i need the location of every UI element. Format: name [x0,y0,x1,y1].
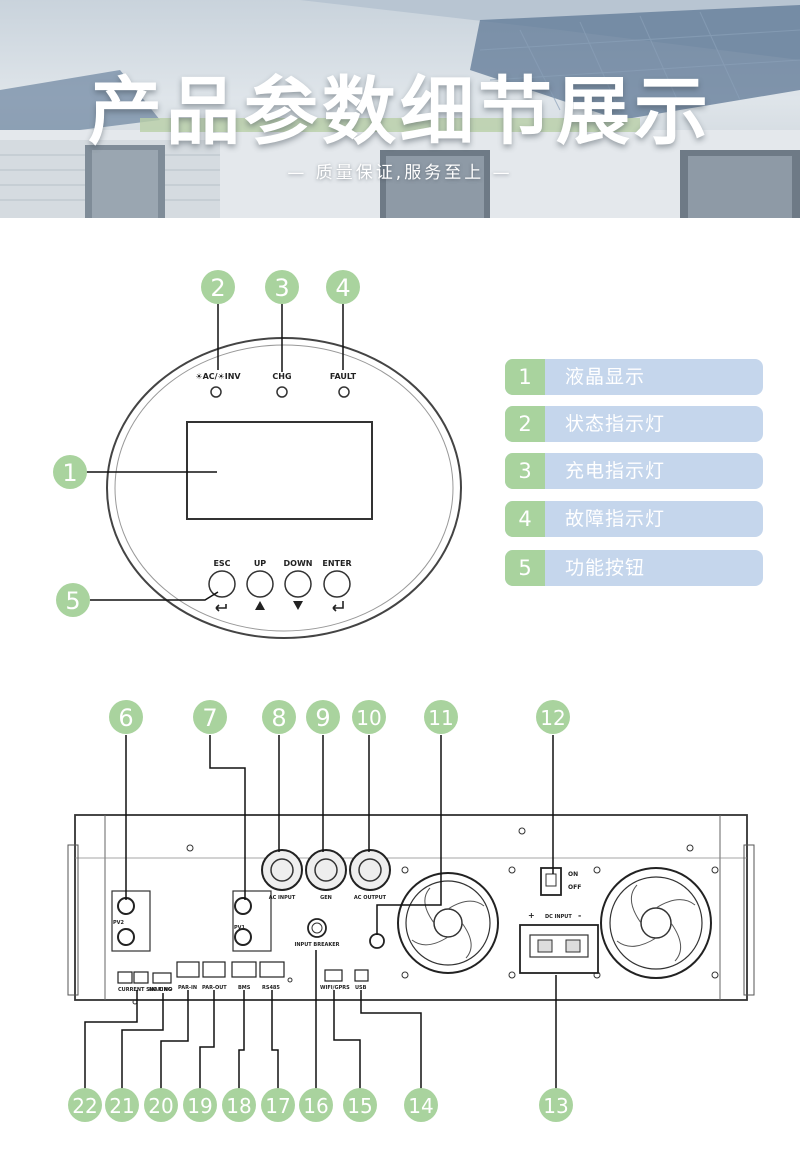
legend-text: 充电指示灯 [565,460,666,482]
legend-item: 1 液晶显示 [505,359,763,395]
callout-20: 20 [148,1094,173,1118]
label-gen: GEN [320,895,332,901]
callout-13: 13 [543,1094,568,1118]
input-breaker [307,918,327,938]
callout-11: 11 [428,706,453,730]
header-banner: 产品参数细节展示 — 质量保证,服务至上 — [0,0,800,218]
callout-3: 3 [274,274,289,302]
legend-num: 2 [505,406,545,442]
back-arrow-icon [215,604,227,612]
label-pv1: PV1 [234,925,246,931]
legend-num: 4 [505,501,545,537]
legend-num: 1 [505,359,545,395]
legend-item: 2 状态指示灯 [505,406,763,442]
power-switch[interactable] [540,867,562,896]
label-dc-input: DC INPUT [545,914,572,920]
dc-input-terminal [519,924,599,974]
label-input-breaker: INPUT BREAKER [294,942,339,948]
label-current-sharing: CURRENT SHARING [118,987,172,993]
label-esc: ESC [213,559,230,568]
rear-callouts-bottom: 22 21 20 19 18 17 16 15 14 13 [68,1088,573,1122]
legend-item: 5 功能按钮 [505,550,763,586]
callout-5: 5 [65,587,80,615]
label-off: OFF [568,884,581,891]
enter-arrow-icon [332,601,344,612]
rear-callouts-top: 6 7 8 9 10 11 12 [109,700,570,734]
front-panel-outline [106,337,462,639]
label-par-out: PAR-OUT [202,985,227,991]
legend-item: 3 充电指示灯 [505,453,763,489]
led-ac-inv [210,386,222,398]
label-minus: - [578,911,581,920]
legend-num: 5 [505,550,545,586]
callout-8: 8 [271,704,286,732]
label-usb: USB [355,985,367,991]
callout-22: 22 [72,1094,97,1118]
legend-num: 3 [505,453,545,489]
callout-15: 15 [347,1094,372,1118]
legend-text: 液晶显示 [565,366,646,388]
ac-input-connector [261,849,303,891]
label-bms: BMS [238,985,251,991]
label-down: DOWN [284,559,313,568]
house-illustration [0,0,800,218]
label-chg: CHG [272,372,291,381]
label-plus: + [528,911,535,920]
label-pv2: PV2 [113,920,125,926]
fan-left [397,872,499,974]
label-on: ON [568,871,578,878]
lcd-screen [186,421,373,520]
callout-2: 2 [210,274,225,302]
label-ac-output: AC OUTPUT [354,895,387,901]
callout-6: 6 [118,704,133,732]
down-button[interactable] [284,570,312,598]
ac-output-connector [349,849,391,891]
label-ac-inv: ☀AC/☀INV [195,372,241,381]
triangle-down-icon [293,601,303,610]
callout-17: 17 [265,1094,290,1118]
label-up: UP [254,559,266,568]
fan-right [600,867,712,979]
legend-text: 状态指示灯 [565,413,666,435]
callout-21: 21 [109,1094,134,1118]
label-wifi-gprs: WIFI/GPRS [320,985,350,991]
callout-12: 12 [540,706,565,730]
esc-button[interactable] [208,570,236,598]
page-subtitle: — 质量保证,服务至上 — [287,163,513,183]
legend-text: 功能按钮 [565,557,646,579]
label-enter: ENTER [322,559,351,568]
ground-terminal [369,933,385,949]
callout-18: 18 [226,1094,251,1118]
enter-button[interactable] [323,570,351,598]
callout-7: 7 [202,704,217,732]
callout-16: 16 [303,1094,328,1118]
callout-9: 9 [315,704,330,732]
led-chg [276,386,288,398]
label-par-in: PAR-IN [178,985,197,991]
callout-10: 10 [356,706,381,730]
callout-14: 14 [408,1094,433,1118]
label-ac-input: AC INPUT [269,895,296,901]
label-nc-c-no: NC C NO [149,987,172,993]
front-callouts: 2 3 4 1 5 [53,270,360,617]
legend-text: 故障指示灯 [565,508,666,530]
up-button[interactable] [246,570,274,598]
callout-4: 4 [335,274,350,302]
callout-19: 19 [187,1094,212,1118]
led-fault [338,386,350,398]
rear-panel: PV2 PV1 AC INPUT GEN AC OUTPUT INPUT BRE… [67,814,755,1005]
gen-connector [305,849,347,891]
label-fault: FAULT [330,372,357,381]
page-title: 产品参数细节展示 [88,69,712,155]
callout-1: 1 [62,459,77,487]
triangle-up-icon [255,601,265,610]
legend-item: 4 故障指示灯 [505,501,763,537]
label-rs485: RS485 [262,985,280,991]
